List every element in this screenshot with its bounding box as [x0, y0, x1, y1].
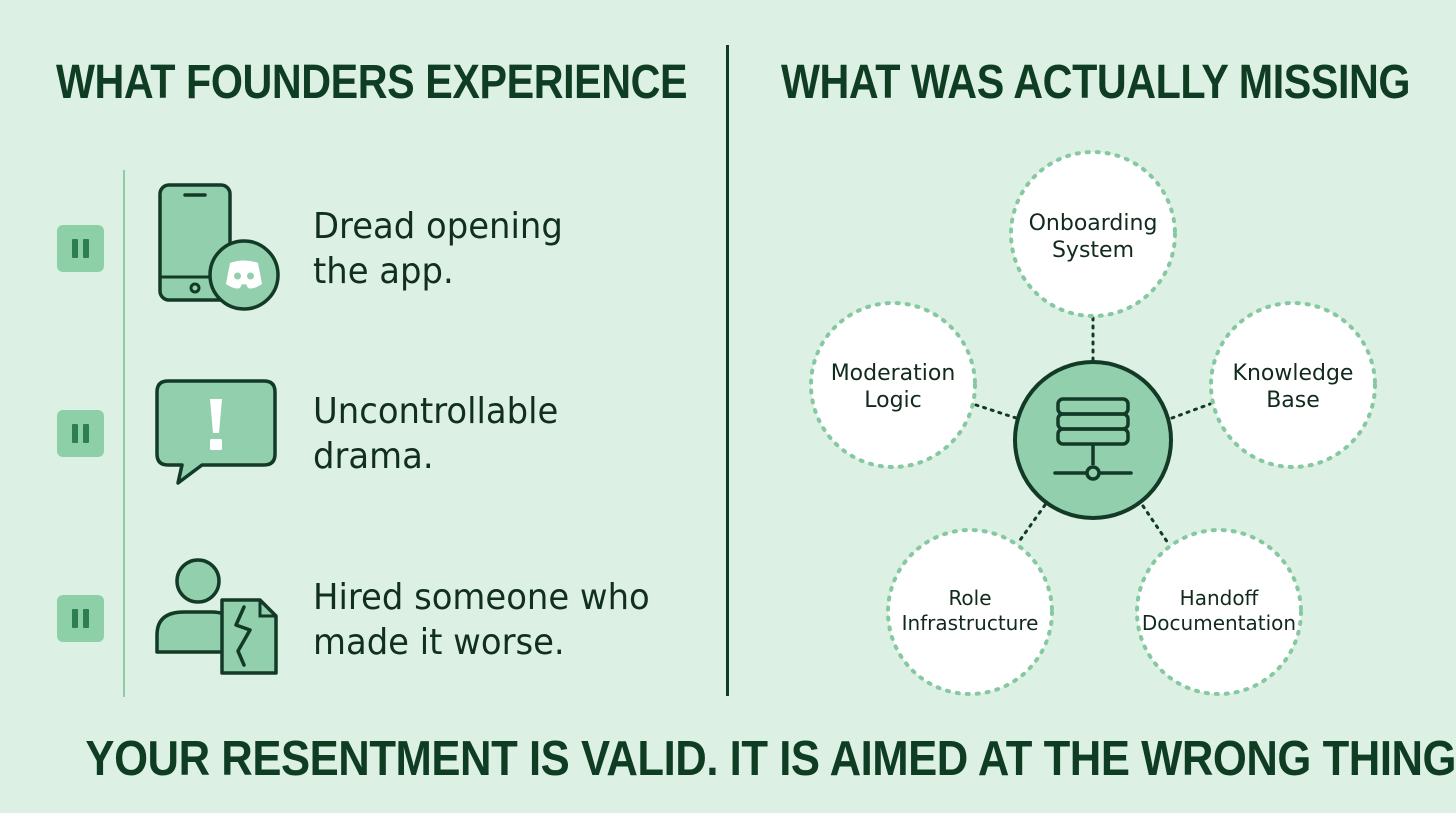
conclusion-text: YOUR RESENTMENT IS VALID. IT IS AIMED AT… — [0, 728, 1456, 790]
node-label-role-infrastructure: Role Infrastructure — [870, 586, 1070, 636]
connector-knowledge — [1170, 402, 1212, 420]
node-label-line: Infrastructure — [901, 611, 1039, 635]
node-label-moderation-logic: Moderation Logic — [793, 360, 993, 414]
node-label-line: Knowledge — [1232, 361, 1354, 386]
phone-with-discord-icon — [158, 183, 280, 311]
node-label-line: Onboarding — [1028, 211, 1158, 236]
node-label-line: Logic — [864, 388, 922, 413]
item-2-line-1: Uncontrollable — [313, 391, 559, 432]
node-handoff-documentation — [1135, 528, 1303, 696]
node-label-line: Handoff — [1179, 586, 1259, 610]
node-label-line: System — [1051, 238, 1135, 263]
node-label-line: Moderation — [830, 361, 956, 386]
pause-icon — [57, 225, 104, 272]
server-network-icon — [1013, 360, 1173, 520]
connector-role — [1016, 503, 1047, 545]
hub-diagram — [809, 150, 1377, 696]
section-divider — [726, 45, 729, 696]
alert-speech-bubble-icon — [155, 379, 277, 485]
node-role-infrastructure — [886, 528, 1054, 696]
item-1-text: Dread opening the app. — [313, 204, 563, 294]
node-label-handoff-documentation: Handoff Documentation — [1119, 586, 1319, 636]
right-heading: WHAT WAS ACTUALLY MISSING — [781, 56, 1411, 109]
node-label-line: Documentation — [1141, 611, 1297, 635]
node-label-line: Base — [1266, 388, 1320, 413]
item-3-line-2: made it worse. — [313, 622, 565, 663]
pause-icon — [57, 595, 104, 642]
connector-handoff — [1141, 504, 1170, 545]
item-2-text: Uncontrollable drama. — [313, 389, 558, 479]
item-1-line-2: the app. — [313, 251, 454, 292]
node-knowledge-base — [1209, 301, 1377, 469]
item-3-text: Hired someone who made it worse. — [313, 575, 650, 665]
connector-moderation — [974, 403, 1018, 420]
pause-icon — [57, 410, 104, 457]
item-2-line-2: drama. — [313, 436, 434, 477]
node-onboarding-system — [1009, 150, 1177, 318]
person-with-torn-document-icon — [155, 558, 278, 675]
timeline-line — [123, 170, 125, 697]
node-moderation-logic — [809, 301, 977, 469]
conclusion-line: YOUR RESENTMENT IS VALID. IT IS AIMED AT… — [85, 732, 1456, 786]
left-heading: WHAT FOUNDERS EXPERIENCE — [56, 56, 688, 109]
node-label-onboarding-system: Onboarding System — [993, 210, 1193, 264]
node-label-knowledge-base: Knowledge Base — [1193, 360, 1393, 414]
node-label-line: Role — [948, 586, 992, 610]
item-3-line-1: Hired someone who — [313, 577, 650, 618]
item-1-line-1: Dread opening — [313, 206, 563, 247]
